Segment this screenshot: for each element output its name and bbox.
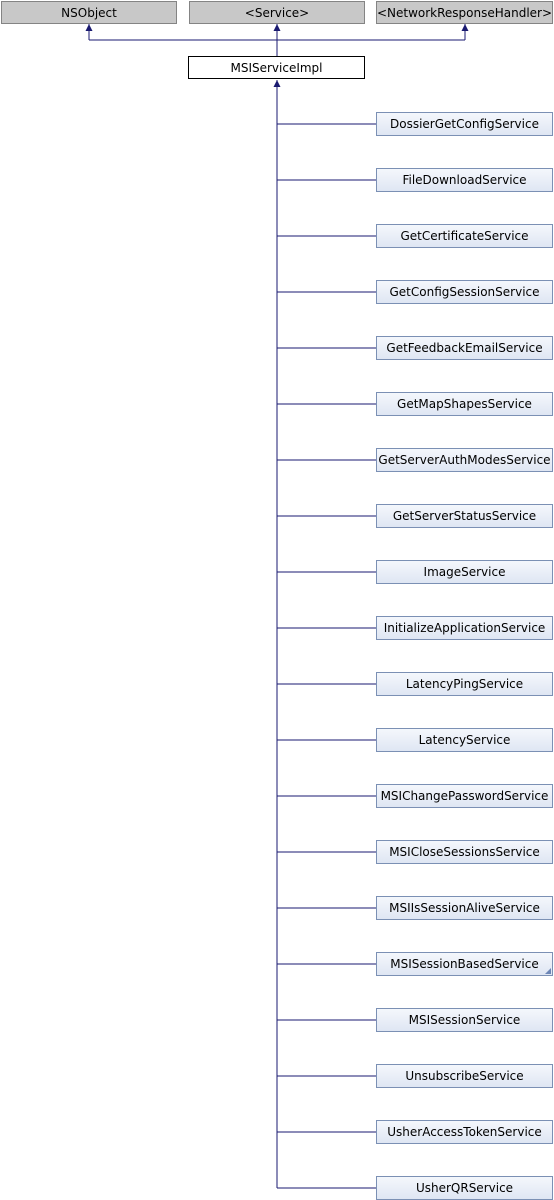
- class-node-nsobject[interactable]: NSObject: [1, 1, 177, 24]
- class-node-msichangepasswordservice[interactable]: MSIChangePasswordService: [376, 784, 553, 808]
- class-node-service-protocol[interactable]: <Service>: [189, 1, 365, 24]
- class-node-network-response-handler-protocol[interactable]: <NetworkResponseHandler>: [376, 1, 553, 24]
- class-node-msiserviceimpl[interactable]: MSIServiceImpl: [188, 56, 365, 79]
- class-node-latencypingservice[interactable]: LatencyPingService: [376, 672, 553, 696]
- class-node-usherqrservice[interactable]: UsherQRService: [376, 1176, 553, 1200]
- class-node-msisessionbasedservice[interactable]: MSISessionBasedService: [376, 952, 553, 976]
- class-node-msiclosesessionsservice[interactable]: MSICloseSessionsService: [376, 840, 553, 864]
- arrowhead-nsobject: [85, 24, 93, 31]
- class-node-getserverauthmodesservice[interactable]: GetServerAuthModesService: [376, 448, 553, 472]
- arrowhead-service: [273, 24, 281, 31]
- class-node-filedownloadservice[interactable]: FileDownloadService: [376, 168, 553, 192]
- class-node-getconfigsessionservice[interactable]: GetConfigSessionService: [376, 280, 553, 304]
- class-node-initializeapplicationservice[interactable]: InitializeApplicationService: [376, 616, 553, 640]
- class-node-imageservice[interactable]: ImageService: [376, 560, 553, 584]
- class-node-getmapshapesservice[interactable]: GetMapShapesService: [376, 392, 553, 416]
- class-node-latencyservice[interactable]: LatencyService: [376, 728, 553, 752]
- class-node-getfeedbackemailservice[interactable]: GetFeedbackEmailService: [376, 336, 553, 360]
- class-node-dossiergetconfigservice[interactable]: DossierGetConfigService: [376, 112, 553, 136]
- class-node-msiissessionaliveservice[interactable]: MSIIsSessionAliveService: [376, 896, 553, 920]
- class-node-getcertificateservice[interactable]: GetCertificateService: [376, 224, 553, 248]
- class-node-msisessionservice[interactable]: MSISessionService: [376, 1008, 553, 1032]
- arrowhead-network-response-handler: [461, 24, 469, 31]
- class-node-unsubscribeservice[interactable]: UnsubscribeService: [376, 1064, 553, 1088]
- class-node-getserverstatusservice[interactable]: GetServerStatusService: [376, 504, 553, 528]
- class-node-usheraccesstokenservice[interactable]: UsherAccessTokenService: [376, 1120, 553, 1144]
- arrowhead-msiserviceimpl: [273, 80, 281, 87]
